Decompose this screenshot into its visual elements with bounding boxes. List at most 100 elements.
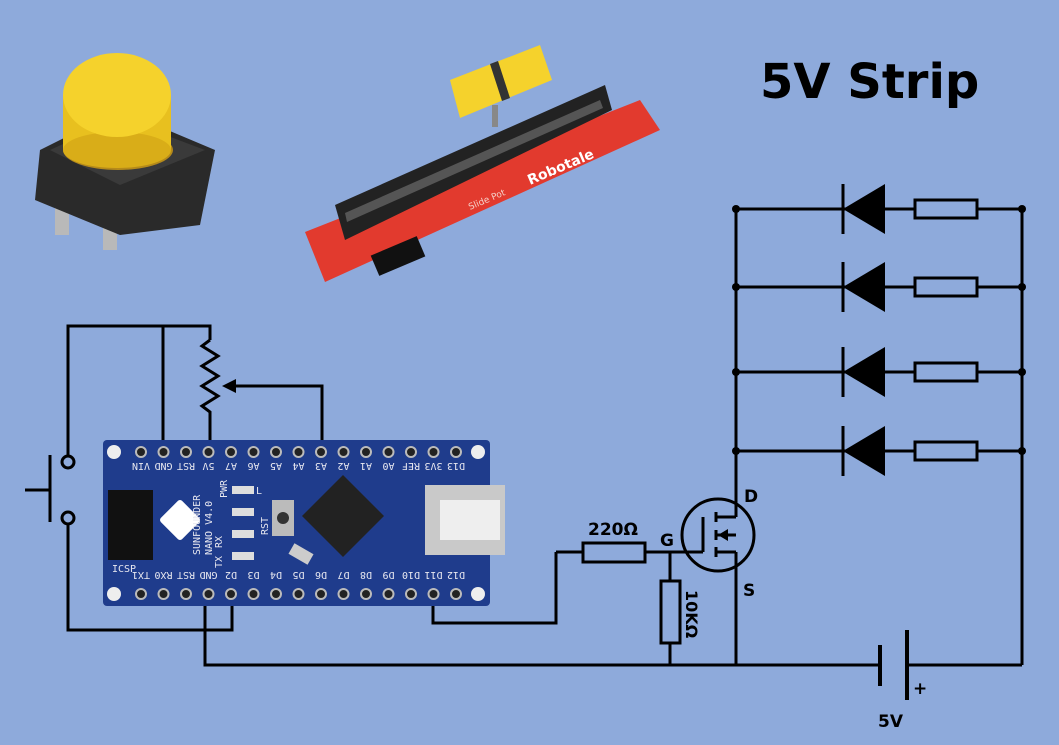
pin-label: D8 [360, 569, 372, 580]
slide-potentiometer-photo: Slide Pot Robotale [305, 45, 660, 282]
header-pin [202, 446, 215, 458]
header-pin [315, 588, 327, 600]
gate-label: G [660, 531, 674, 551]
pin-label: RST [177, 460, 195, 471]
brand-label: SUNFOUNDER [192, 494, 203, 555]
model-label: NANO V4.0 [204, 501, 215, 555]
pin-label: D9 [382, 569, 394, 580]
header-pin [427, 588, 440, 600]
pin-label: RST [177, 569, 195, 580]
potentiometer-symbol [199, 338, 221, 445]
header-pin [382, 588, 395, 600]
header-pin [360, 446, 372, 458]
pulldown-resistor-label: 10KΩ [682, 590, 701, 639]
pin-label: A0 [382, 460, 394, 471]
header-pin [225, 588, 237, 600]
pin-label: GND [154, 460, 172, 471]
header-pin [180, 446, 192, 458]
pin-label: D13 [447, 460, 465, 471]
pin-label: TX1 [132, 569, 150, 580]
pin-label: A1 [360, 460, 372, 471]
led-branch-4 [736, 426, 1022, 476]
resistor-symbol [913, 198, 979, 220]
pin-label: D6 [315, 569, 327, 580]
header-pin [180, 588, 192, 600]
pin-label: GND [199, 569, 217, 580]
pushbutton-symbol [25, 454, 76, 526]
push-button-photo [35, 53, 215, 250]
header-pin [382, 446, 395, 458]
source-label: S [743, 581, 755, 601]
header-pin [405, 446, 417, 458]
led-branch-2 [736, 262, 1022, 312]
sunfounder-logo-icon [160, 500, 200, 540]
resistor-symbol [913, 276, 979, 298]
header-pin [225, 446, 237, 458]
led-label: RX [214, 536, 225, 548]
led-label: PWR [219, 479, 230, 498]
header-pin [157, 588, 170, 600]
led-label: TX [214, 556, 225, 568]
drain-label: D [744, 487, 758, 507]
header-pin [337, 588, 350, 600]
gate-resistor-symbol [581, 541, 647, 564]
pin-label: A4 [292, 460, 304, 471]
header-pin [315, 446, 327, 458]
pin-label: A6 [247, 460, 259, 471]
pin-label: D10 [402, 569, 420, 580]
pin-label: D12 [447, 569, 465, 580]
header-pin [360, 588, 372, 600]
pin-label: RX0 [154, 569, 172, 580]
battery-voltage-label: 5V [878, 712, 904, 732]
gate-network: 220Ω 10KΩ [431, 520, 703, 665]
input-wiring [25, 324, 324, 632]
pin-label: D2 [225, 569, 237, 580]
diode-icon [843, 347, 885, 397]
resistor-symbol [913, 361, 979, 383]
header-pin [405, 588, 417, 600]
header-pin [292, 446, 305, 458]
header-pin [450, 588, 462, 600]
header-pin [247, 446, 260, 458]
diode-icon [843, 426, 885, 476]
header-pin [337, 446, 350, 458]
pin-label: REF [402, 460, 420, 471]
ground-bus-and-battery: + 5V [203, 600, 1022, 732]
pin-label: D3 [247, 569, 259, 580]
pin-label: A2 [337, 460, 349, 471]
led-label: L [256, 486, 262, 497]
rst-button-label: RST [260, 517, 271, 535]
header-pin [292, 588, 305, 600]
led-branch-1 [736, 184, 1022, 234]
mosfet-symbol: D S G [660, 487, 758, 665]
arduino-nano-board: ICSP SUNFOUNDER NANO V4.0 L PWR RX TX RS… [103, 440, 505, 606]
diode-icon [843, 262, 885, 312]
battery-plus-label: + [913, 679, 927, 699]
pin-label: A5 [270, 460, 282, 471]
icsp-label: ICSP [112, 564, 136, 575]
header-pin [135, 446, 147, 458]
pin-label: 5V [202, 460, 214, 471]
wiper-arrow-icon [222, 379, 236, 393]
header-pin [450, 446, 462, 458]
diode-icon [843, 184, 885, 234]
microcontroller-chip [301, 474, 385, 558]
pin-label: VIN [132, 460, 150, 471]
pin-label: D7 [337, 569, 349, 580]
header-pin [270, 588, 282, 600]
pin-label: D11 [424, 569, 442, 580]
header-pin [157, 446, 170, 458]
header-pin [247, 588, 260, 600]
header-pin [427, 446, 440, 458]
pulldown-resistor-symbol [659, 579, 682, 645]
pin-label: A3 [315, 460, 327, 471]
led-branch-3 [736, 347, 1022, 397]
pin-label: A7 [225, 460, 237, 471]
gate-resistor-label: 220Ω [588, 520, 638, 540]
pin-label: 3V3 [424, 460, 442, 471]
led-strip [732, 184, 1026, 665]
header-pin [135, 588, 147, 600]
pin-label: D5 [292, 569, 304, 580]
page-title: 5V Strip [760, 54, 979, 110]
